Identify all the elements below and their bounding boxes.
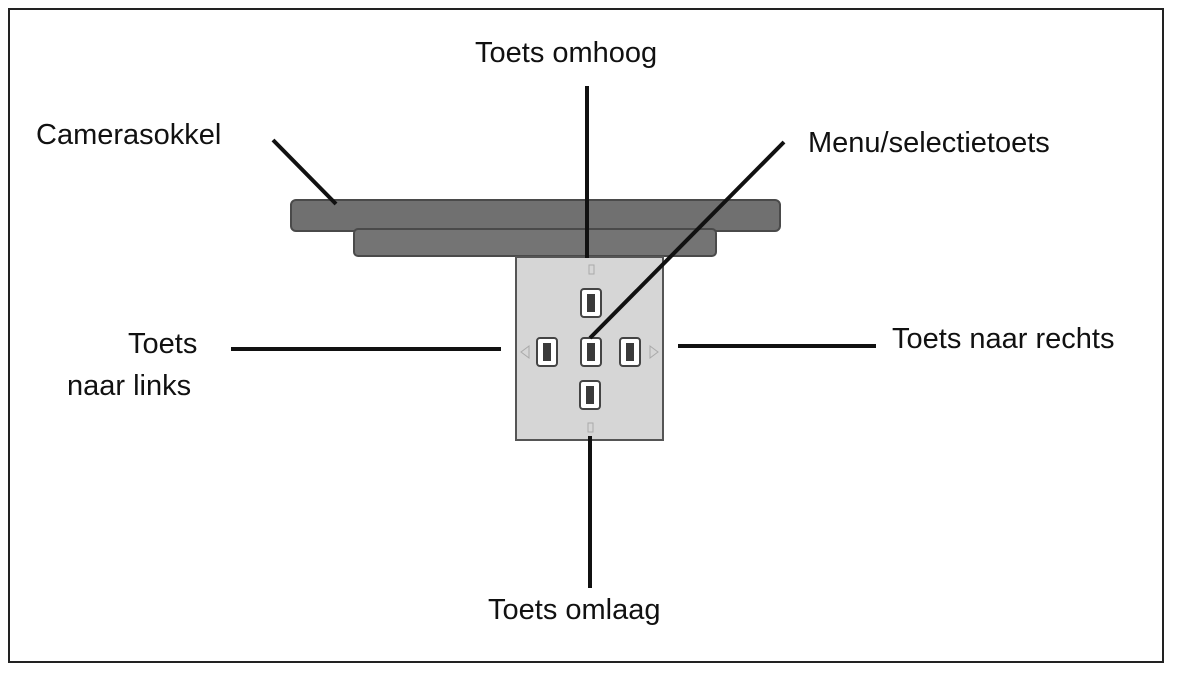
leader-camera-base	[271, 138, 338, 206]
label-camera-base: Camerasokkel	[36, 119, 222, 151]
key-down-button	[579, 380, 601, 410]
left-indicator	[520, 345, 530, 359]
key-left-button	[536, 337, 558, 367]
label-key-left-line2: naar links	[67, 370, 192, 402]
label-key-down: Toets omlaag	[488, 594, 661, 626]
key-right-button	[619, 337, 641, 367]
label-key-up: Toets omhoog	[475, 37, 658, 69]
label-key-left-line1: Toets	[128, 328, 198, 360]
down-indicator	[587, 422, 594, 433]
key-up-button	[580, 288, 602, 318]
leader-menu-select	[588, 140, 786, 340]
menu-select-button	[580, 337, 602, 367]
label-key-right: Toets naar rechts	[892, 323, 1115, 355]
camera-base-top-plate	[290, 199, 781, 232]
label-menu-select-key: Menu/selectietoets	[808, 127, 1050, 159]
right-indicator	[649, 345, 659, 359]
camera-base-lower-plate	[353, 228, 717, 257]
up-indicator	[588, 264, 595, 275]
